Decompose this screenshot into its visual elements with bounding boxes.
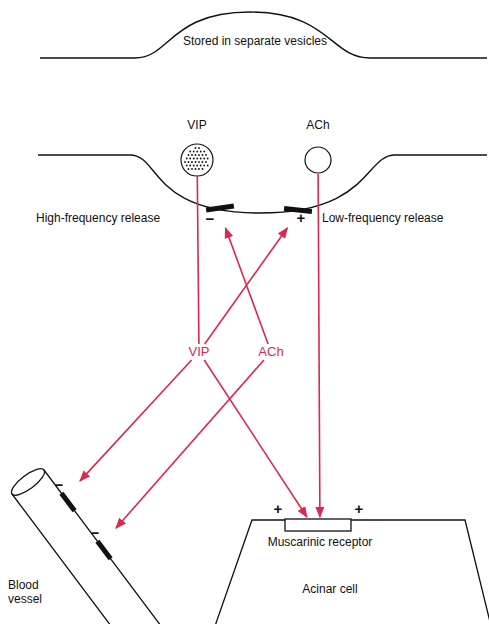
vesicle-dot (193, 165, 195, 167)
vesicle-dot (195, 147, 197, 149)
transmitter-arrow (80, 360, 192, 481)
vesicle-dot (195, 161, 197, 163)
vesicle-dot (207, 165, 209, 167)
vesicle-dot (205, 154, 207, 156)
node-text: − (52, 478, 66, 492)
transmitter-arrow (204, 360, 307, 517)
outline-group (8, 464, 164, 624)
vesicle-dot (202, 161, 204, 163)
vesicle-dot (198, 168, 200, 170)
vesicle-dot (186, 158, 188, 160)
node-text: Acinar cell (280, 582, 380, 596)
vesicle-dot (193, 151, 195, 153)
vesicle-dot (191, 168, 193, 170)
outline-group (181, 144, 213, 176)
node-text: + (294, 211, 308, 225)
node-text: Stored in separate vesicles (150, 34, 360, 48)
vesicle-dot (207, 158, 209, 160)
vesicle-dot (191, 161, 193, 163)
vesicle-circle (305, 147, 331, 173)
outline-group (215, 520, 489, 624)
ach-vesicle: ACh (303, 118, 333, 174)
node-text: − (203, 212, 217, 226)
vesicle-dot (195, 168, 197, 170)
vesicle-dot (205, 161, 207, 163)
node-text: VIP (172, 118, 222, 132)
connector-group (80, 174, 320, 528)
sign-label: + (271, 502, 285, 516)
outline-group (59, 492, 76, 513)
node-text: Muscarinic receptor (250, 535, 390, 549)
vesicle-circle (181, 144, 213, 176)
sign-label: + (352, 502, 366, 516)
vesicle-dot (191, 154, 193, 156)
release-label: Low-frequency release (322, 211, 472, 225)
outline-group (38, 12, 487, 213)
vesicle-dot (188, 154, 190, 156)
vesicle-dot (202, 154, 204, 156)
vesicle-dot (186, 165, 188, 167)
node-text: VIP (179, 345, 219, 359)
vesicle-dot (196, 165, 198, 167)
receptor: − (203, 198, 237, 228)
nerve-terminal: Stored in separate vesiclesVIP ACh − + (0, 0, 489, 225)
terminal-outline (40, 12, 487, 58)
vesicle-dot (200, 158, 202, 160)
vesicle-dot (184, 161, 186, 163)
nerve-terminal-outline (0, 0, 489, 225)
vesicle-dot (189, 151, 191, 153)
transmitter-arrow (205, 228, 288, 344)
receptor-bar (59, 492, 76, 513)
vesicle-dot (196, 151, 198, 153)
vesicle-dot (203, 165, 205, 167)
node-text: ACh (251, 345, 291, 359)
transmitter-arrow (116, 360, 264, 528)
transmitter-label: ACh (255, 344, 287, 360)
node-text: ACh (293, 118, 343, 132)
vesicle-dot (200, 165, 202, 167)
vessel-wall (44, 470, 164, 624)
outline-group (305, 147, 331, 173)
vesicle-dot (189, 158, 191, 160)
receptor: − (88, 528, 116, 560)
node-text: Blood vessel (8, 578, 54, 606)
receptor: − (52, 480, 80, 512)
release-label: High-frequency release (36, 211, 186, 225)
outline-group (95, 540, 112, 561)
vesicle-dot (196, 158, 198, 160)
transmitter-label: VIP (184, 344, 214, 360)
receptor: + (280, 198, 316, 228)
vesicle-dot (193, 158, 195, 160)
transmitter-arrow (197, 176, 199, 344)
vesicle-dot (198, 161, 200, 163)
blood-vessel: Blood vessel − − (0, 455, 140, 624)
terminal-membrane (38, 155, 487, 213)
vesicle-dot (198, 154, 200, 156)
muscarinic-receptor: Muscarinic receptor (255, 517, 385, 557)
acinar-cell-outline (215, 512, 489, 624)
vesicle-dot (188, 161, 190, 163)
vesicle-dot (198, 147, 200, 149)
node-text: − (88, 526, 102, 540)
transmitter-arrow (318, 174, 320, 517)
transmitter-arrow (226, 228, 269, 344)
vesicle-dot (189, 165, 191, 167)
acinar-cell: Acinar cell Muscarinic receptor (215, 512, 489, 624)
vesicle-dot (203, 158, 205, 160)
outline-group (285, 519, 351, 531)
receptor-bar (95, 540, 112, 561)
vip-vesicle: VIP (180, 118, 214, 176)
acinar-outline (215, 520, 489, 624)
vesicle-dot (195, 154, 197, 156)
vesicle-dot (202, 168, 204, 170)
vesicle-dot (188, 168, 190, 170)
vessel-opening (8, 464, 48, 499)
vesicle-dot (200, 151, 202, 153)
receptor-box (285, 519, 351, 531)
vesicle-dot (203, 151, 205, 153)
